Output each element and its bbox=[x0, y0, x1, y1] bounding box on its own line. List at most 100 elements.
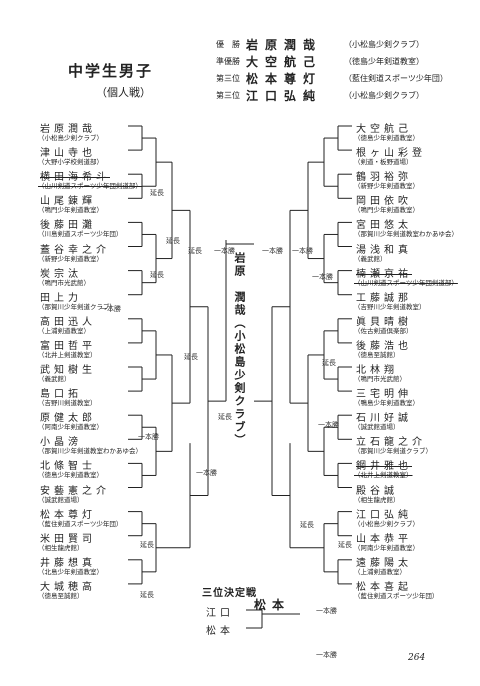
left-player-club: （小松島少剣クラブ） bbox=[38, 134, 103, 142]
match-mark: 延長 bbox=[140, 591, 154, 599]
right-player-name: 北林翔 bbox=[356, 365, 398, 376]
right-player-club: （北井上剣道教室） bbox=[354, 471, 413, 480]
third-place-winner: 松本 bbox=[254, 598, 291, 612]
right-player-club: （藍住剣道スポーツ少年団） bbox=[354, 591, 439, 600]
right-player-name: 根ヶ山彩登 bbox=[356, 148, 426, 160]
match-mark: 延長 bbox=[184, 353, 198, 361]
right-player-name: 遠藤陽太 bbox=[356, 557, 412, 569]
page-title: 中学生男子 bbox=[68, 62, 154, 80]
result-name: 大空航己 bbox=[246, 55, 323, 69]
right-player-name: 鶴羽裕弥 bbox=[356, 172, 412, 184]
right-player-name: 鋼井雅也 bbox=[356, 461, 412, 473]
right-player-club: （義武館） bbox=[354, 254, 387, 263]
right-player-club: （徳島少年剣道教室） bbox=[354, 134, 419, 142]
left-player-club: （誠武館道場） bbox=[38, 495, 84, 504]
left-player-club: （上浦剣道教室） bbox=[38, 326, 90, 335]
left-player-name: 松本尊灯 bbox=[40, 509, 96, 521]
left-player-club: （山川剣道スポーツ少年団剣道部） bbox=[38, 182, 142, 191]
match-mark: 一本勝 bbox=[100, 305, 121, 313]
left-player-club: （義武館） bbox=[38, 375, 71, 383]
match-mark: 一本勝 bbox=[138, 433, 159, 441]
left-player-club: （北島少年剣道教室） bbox=[38, 567, 103, 576]
left-player-club: （徳島少年剣道教室） bbox=[38, 471, 103, 480]
match-mark: 一本勝 bbox=[292, 247, 313, 255]
match-mark: 延長 bbox=[188, 247, 202, 255]
match-mark: 延長 bbox=[218, 413, 232, 421]
left-player-name: 高田迅人 bbox=[40, 316, 96, 328]
right-player-name: 山本恭平 bbox=[356, 533, 412, 545]
left-player-club: （鳴門市光武館） bbox=[38, 278, 90, 287]
champion-label: 岩原 潤哉（小松島少剣クラブ） bbox=[233, 252, 246, 447]
right-player-club: （鳴門市光武館） bbox=[354, 375, 406, 383]
right-player-club: （鴨島少年剣道教室） bbox=[354, 399, 419, 408]
match-mark: 一本勝 bbox=[316, 607, 337, 615]
right-player-name: 楠瀬京祐 bbox=[356, 268, 412, 280]
result-rank: 第三位 bbox=[216, 74, 240, 83]
left-player-name: 炭宗汰 bbox=[40, 268, 82, 280]
left-player-name: 武知樹生 bbox=[40, 365, 96, 376]
right-player-name: 岡田依吹 bbox=[356, 196, 412, 208]
left-player-name: 小晶滂 bbox=[40, 437, 82, 449]
result-name: 江口弘純 bbox=[246, 89, 323, 103]
right-player-club: （鳴門少年剣道教室） bbox=[354, 206, 419, 215]
result-club: （小松島少剣クラブ） bbox=[344, 91, 424, 100]
left-player-name: 津山寺也 bbox=[40, 148, 96, 160]
match-mark: 延長 bbox=[140, 541, 154, 549]
right-player-name: 後藤浩也 bbox=[356, 340, 412, 352]
left-player-club: （藍住剣道スポーツ少年団） bbox=[38, 519, 123, 528]
left-player-club: （吉野川剣道教室） bbox=[38, 399, 97, 408]
right-player-name: 宮田悠太 bbox=[356, 220, 412, 232]
right-player-name: 工藤誠那 bbox=[356, 292, 412, 304]
right-player-name: 立石龍之介 bbox=[356, 437, 426, 449]
left-player-club: （新野少年剣道教室） bbox=[38, 254, 103, 263]
left-player-club: （阿南少年剣道教室） bbox=[38, 423, 103, 432]
match-mark: 延長 bbox=[166, 237, 180, 245]
match-mark: 一本勝 bbox=[312, 273, 333, 281]
third-place-player-b: 松本 bbox=[206, 626, 234, 637]
right-player-name: 江口弘純 bbox=[356, 509, 412, 521]
right-player-club: （上浦剣道教室） bbox=[354, 567, 406, 576]
right-player-name: 三宅明伸 bbox=[356, 389, 412, 401]
right-player-name: 眞貝晴樹 bbox=[356, 316, 412, 328]
match-mark: 一本勝 bbox=[318, 421, 339, 429]
left-player-name: 島口拓 bbox=[40, 389, 82, 401]
match-mark: 延長 bbox=[322, 359, 336, 367]
result-club: （藍住剣道スポーツ少年団） bbox=[344, 74, 448, 83]
left-player-name: 蓋谷幸之介 bbox=[40, 244, 110, 256]
result-rank: 優 勝 bbox=[216, 40, 240, 49]
right-player-name: 湯浅和真 bbox=[356, 244, 412, 256]
left-player-name: 井藤想真 bbox=[40, 557, 96, 569]
right-player-club: （佐古剣道倶楽部） bbox=[354, 326, 413, 335]
right-player-club: （剣道・板野道場） bbox=[354, 158, 413, 167]
right-player-club: （山川剣道スポーツ少年団剣道部） bbox=[354, 278, 458, 287]
left-player-club: （鳴門少年剣道教室） bbox=[38, 206, 103, 215]
result-name: 松本尊灯 bbox=[246, 72, 323, 86]
match-mark: 一本勝 bbox=[196, 469, 217, 477]
right-player-club: （新野少年剣道教室） bbox=[354, 182, 419, 191]
left-player-name: 後藤田灘 bbox=[40, 220, 96, 232]
left-player-name: 山尾錬輝 bbox=[40, 196, 96, 208]
left-player-name: 田上力 bbox=[40, 292, 82, 304]
right-player-name: 殿谷誠 bbox=[356, 485, 398, 497]
left-player-name: 原健太郎 bbox=[40, 413, 96, 425]
result-rank: 第三位 bbox=[216, 91, 240, 100]
left-player-club: （北井上剣道教室） bbox=[38, 350, 97, 359]
right-player-club: （阿南少年剣道教室） bbox=[354, 543, 419, 552]
match-mark: 延長 bbox=[150, 189, 164, 197]
left-player-name: 米田賢司 bbox=[40, 533, 96, 545]
match-mark: 一本勝 bbox=[262, 247, 283, 255]
left-player-name: 富田哲平 bbox=[40, 340, 96, 352]
right-player-club: （徳島至誠館） bbox=[354, 350, 400, 359]
match-mark: 延長 bbox=[300, 521, 314, 529]
left-player-name: 北條智士 bbox=[40, 461, 96, 473]
match-mark: 延長 bbox=[150, 271, 164, 279]
right-player-name: 大空航己 bbox=[356, 124, 412, 135]
match-mark: 一本勝 bbox=[214, 247, 235, 255]
match-mark: 延長 bbox=[338, 541, 352, 549]
left-player-name: 大城穂高 bbox=[40, 581, 96, 593]
result-name: 岩原潤哉 bbox=[246, 38, 323, 52]
right-player-club: （吉野川少年剣道教室） bbox=[354, 302, 426, 311]
right-player-club: （小松島少剣クラブ） bbox=[354, 519, 419, 528]
third-place-player-a: 江口 bbox=[206, 608, 234, 619]
